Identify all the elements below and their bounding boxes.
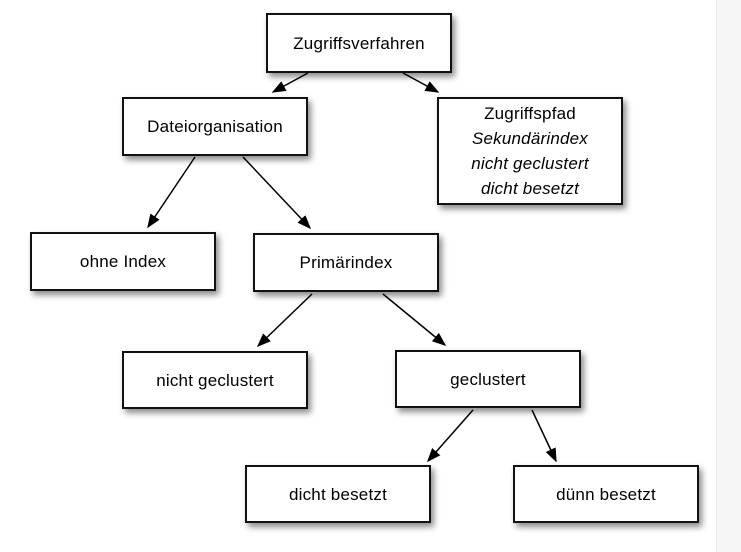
edge-dateiorganisation-to-ohne-index [147, 156, 196, 229]
node-primaerindex: Primärindex [253, 233, 439, 292]
node-dateiorganisation: Dateiorganisation [122, 97, 308, 156]
node-label: dicht besetzt [480, 179, 580, 198]
node-label: dicht besetzt [288, 484, 388, 504]
edge-geclustert-to-dicht-besetzt [427, 409, 474, 463]
node-label: ohne Index [79, 252, 167, 271]
node-label: Dateiorganisation [147, 117, 283, 136]
edge-zugriffsverfahren-to-zugriffspfad [402, 72, 440, 93]
node-duenn-besetzt: dünn besetzt [513, 465, 699, 523]
page-edge-strip [716, 0, 741, 552]
node-label: dünn besetzt [556, 484, 656, 504]
edge-dateiorganisation-to-primaerindex [242, 156, 312, 230]
edge-primaerindex-to-nicht-geclustert [256, 293, 313, 348]
node-label: geclustert [450, 369, 526, 389]
node-dicht-besetzt: dicht besetzt [245, 465, 431, 523]
node-geclustert: geclustert [395, 350, 581, 408]
node-label: Primärindex [299, 253, 393, 272]
node-label: nicht geclustert [471, 154, 589, 173]
node-label: nicht geclustert [156, 370, 274, 390]
node-label: Zugriffspfad [484, 104, 576, 123]
edge-zugriffsverfahren-to-dateiorganisation [271, 72, 309, 93]
edge-primaerindex-to-geclustert [382, 293, 447, 346]
node-zugriffsverfahren: Zugriffsverfahren [266, 13, 452, 73]
node-ohne-index: ohne Index [30, 232, 216, 291]
edge-geclustert-to-duenn-besetzt [531, 409, 557, 463]
node-label: Sekundärindex [471, 129, 588, 148]
node-label: Zugriffsverfahren [293, 33, 425, 53]
node-nicht-geclustert: nicht geclustert [122, 351, 308, 409]
